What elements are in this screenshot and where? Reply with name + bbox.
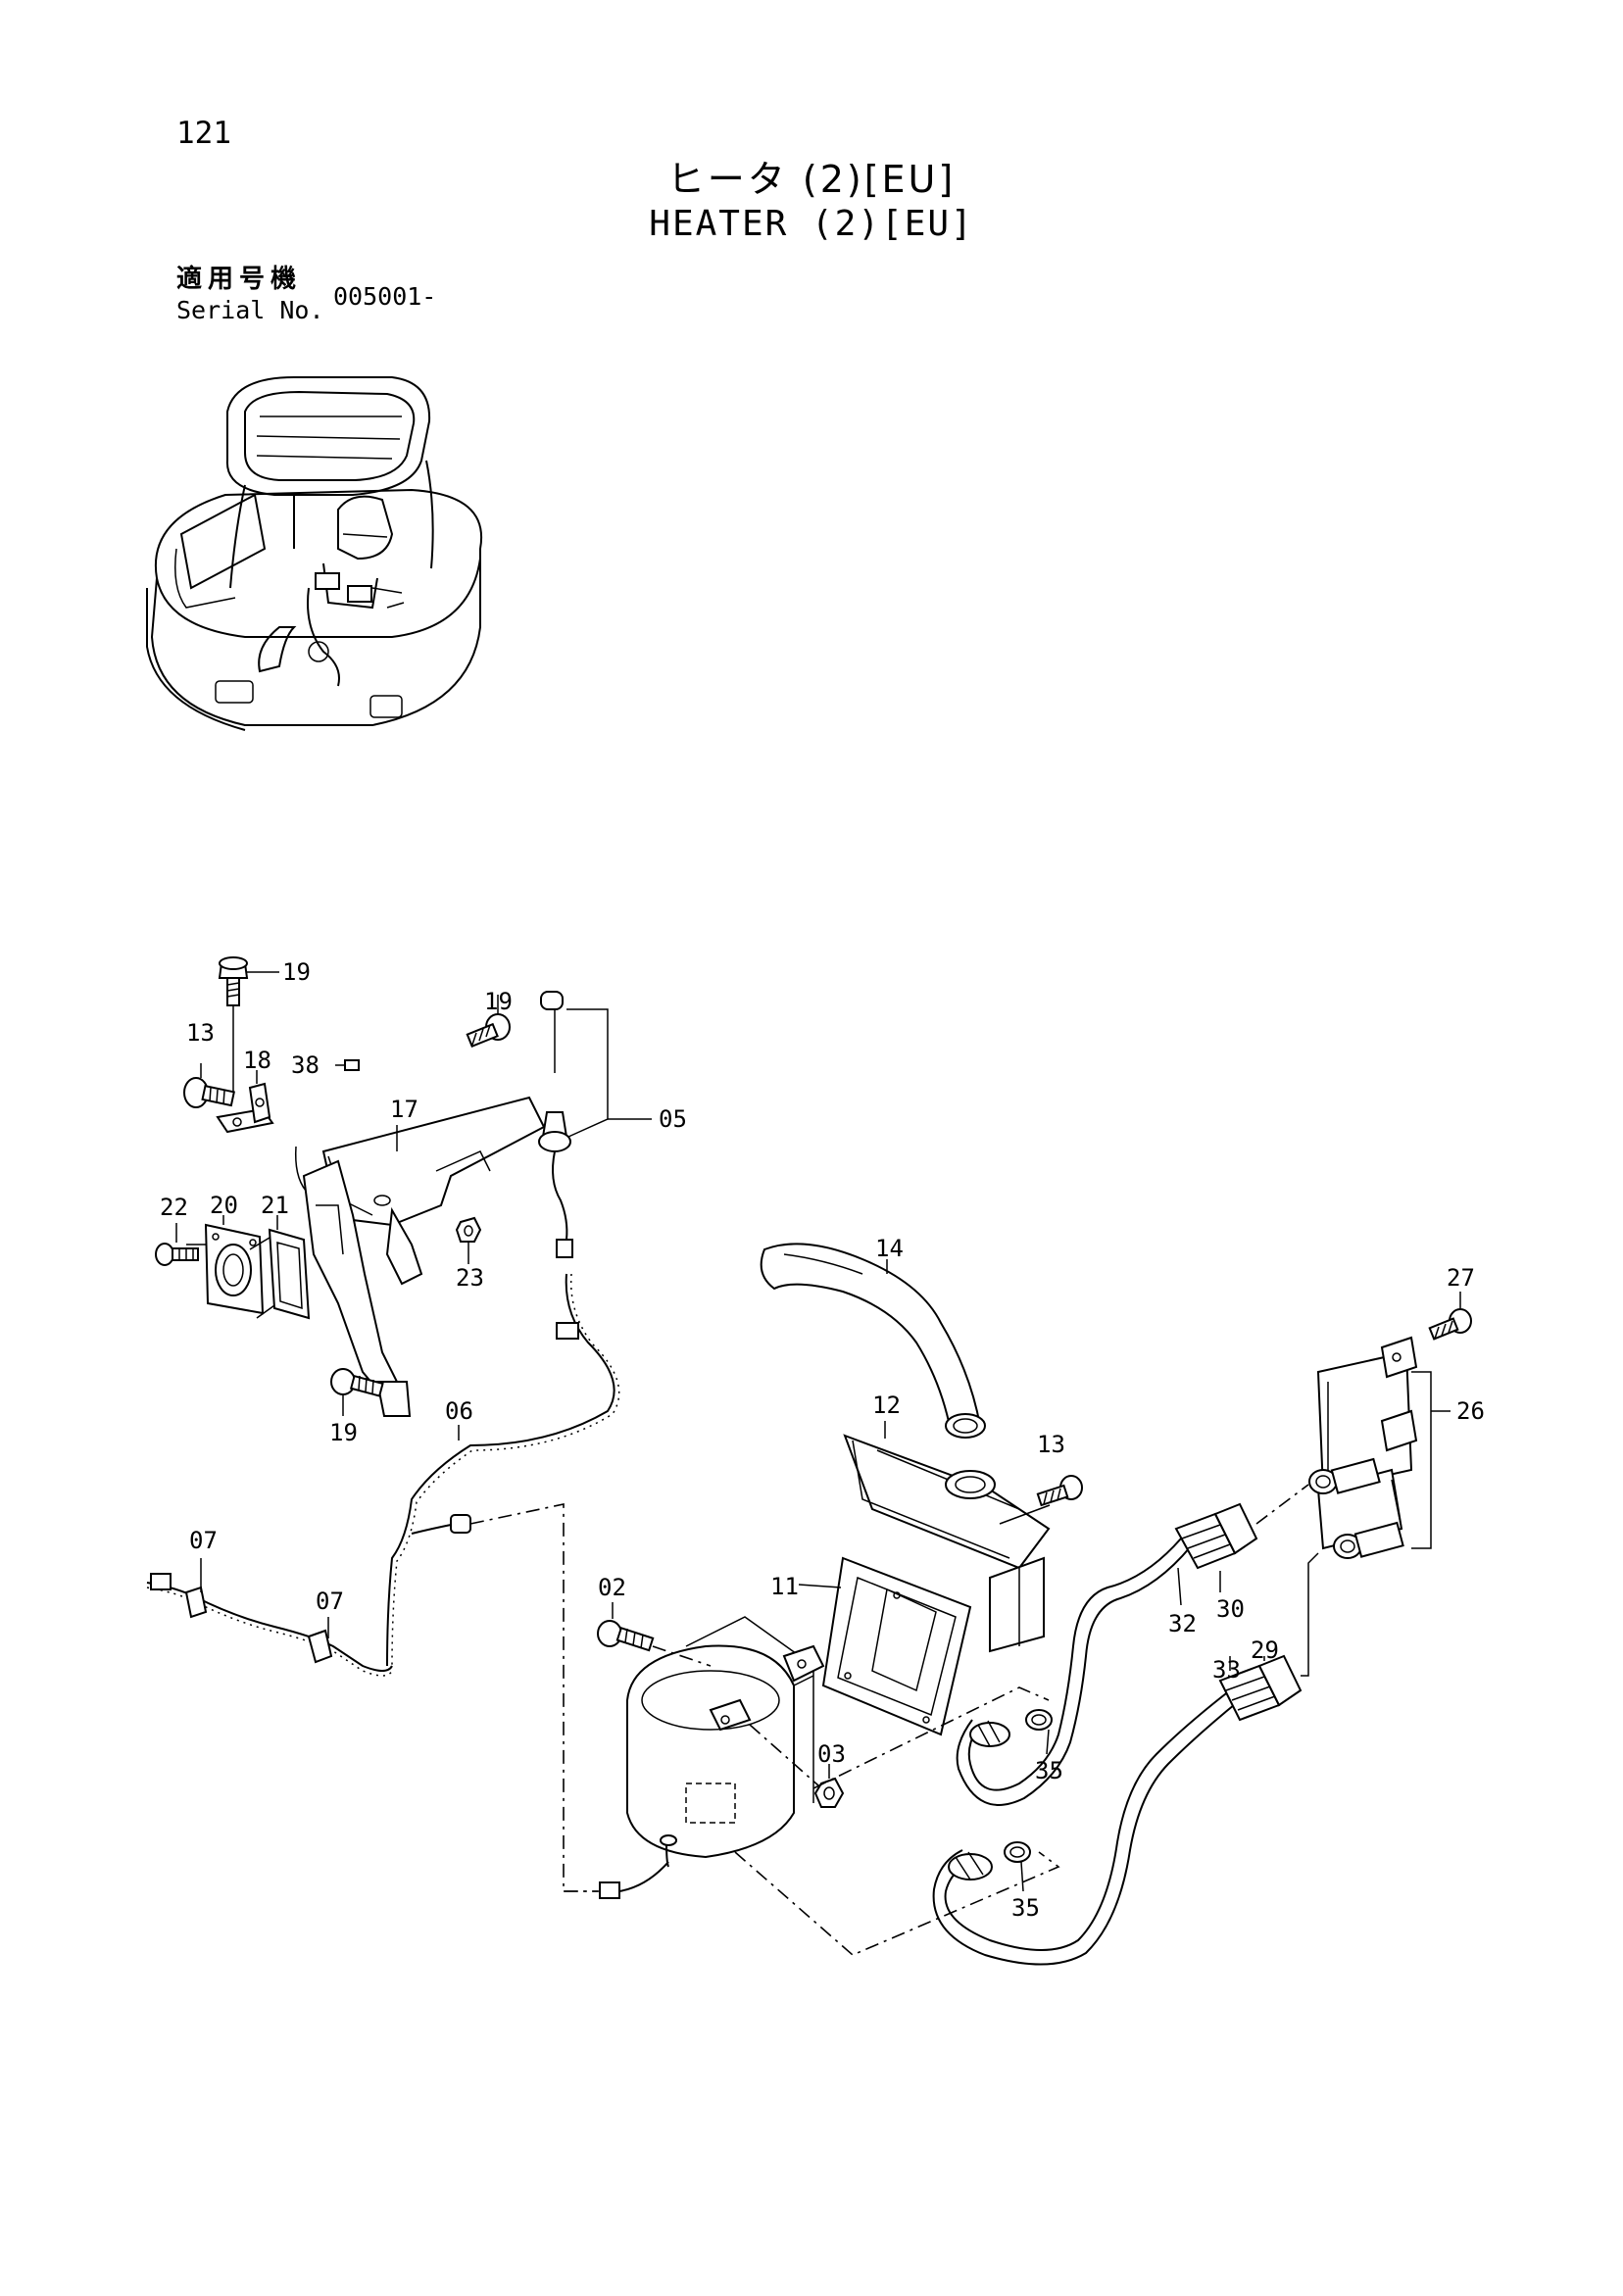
part-13-bolt-left bbox=[183, 1063, 235, 1108]
callout-11: 11 bbox=[770, 1573, 799, 1600]
callout-33: 33 bbox=[1212, 1656, 1241, 1684]
dash-line-hose-30 bbox=[1255, 1484, 1309, 1525]
part-12-duct bbox=[843, 1421, 1051, 1653]
callout-18: 18 bbox=[243, 1047, 271, 1074]
dash-line-bolt-02 bbox=[652, 1645, 712, 1667]
callout-19-middle: 19 bbox=[484, 988, 513, 1015]
part-29-hose-end bbox=[1218, 1654, 1303, 1722]
serial-number-value: 005001- bbox=[333, 282, 437, 311]
part-18-bracket bbox=[216, 1070, 274, 1134]
heater-unit bbox=[626, 1616, 825, 1868]
part-19-bolt-bottom bbox=[330, 1368, 384, 1416]
callout-06: 06 bbox=[445, 1397, 473, 1425]
part-32-hose-upper bbox=[956, 1538, 1192, 1806]
machine-overview-illustration bbox=[146, 376, 483, 731]
part-26-valve-bracket bbox=[1308, 1336, 1451, 1559]
callout-21: 21 bbox=[261, 1192, 289, 1219]
callout-27: 27 bbox=[1447, 1264, 1475, 1292]
callout-07-left: 07 bbox=[189, 1527, 218, 1554]
part-17-duct bbox=[294, 1096, 546, 1417]
part-19-bolt-top bbox=[218, 956, 279, 1006]
dash-line-heater-hose-upper bbox=[812, 1686, 1050, 1789]
page-title-japanese: ヒータ (2)[EU] bbox=[666, 158, 957, 201]
serial-label-english: Serial No. bbox=[176, 296, 324, 324]
part-35-clamp-lower bbox=[1004, 1841, 1031, 1892]
part-21-gasket bbox=[268, 1215, 311, 1320]
part-07-sub-harness bbox=[146, 1558, 393, 1677]
part-06-wire-harness bbox=[386, 1273, 620, 1667]
part-23-nut bbox=[455, 1216, 482, 1264]
callout-38: 38 bbox=[291, 1051, 320, 1079]
callout-07-right: 07 bbox=[316, 1588, 344, 1615]
callout-22: 22 bbox=[160, 1194, 188, 1221]
part-14-hose bbox=[760, 1243, 986, 1439]
heater-connector bbox=[599, 1881, 620, 1899]
part-03-nut bbox=[813, 1764, 845, 1808]
callout-17: 17 bbox=[390, 1096, 418, 1123]
callout-30: 30 bbox=[1216, 1595, 1245, 1623]
part-27-bolt bbox=[1428, 1292, 1472, 1341]
part-33-hose-lower bbox=[932, 1689, 1241, 1966]
dash-line-harness-to-heater bbox=[469, 1503, 598, 1892]
part-38-clip bbox=[335, 1059, 360, 1071]
callout-26: 26 bbox=[1456, 1397, 1485, 1425]
part-22-bolt bbox=[155, 1223, 199, 1266]
part-30-hose-end bbox=[1174, 1502, 1258, 1606]
page-title-english: HEATER (2)[EU] bbox=[649, 204, 974, 244]
part-13-bolt-right bbox=[999, 1475, 1083, 1525]
callout-32: 32 bbox=[1168, 1610, 1197, 1637]
callout-19-bottom: 19 bbox=[329, 1419, 358, 1446]
callout-23: 23 bbox=[456, 1264, 484, 1292]
callout-03: 03 bbox=[817, 1740, 846, 1768]
serial-label-japanese: 適用号機 bbox=[176, 265, 303, 294]
callout-02: 02 bbox=[598, 1574, 626, 1601]
part-02-bolt bbox=[597, 1602, 655, 1652]
part-35-clamp-upper bbox=[1025, 1709, 1053, 1755]
callout-35-lower: 35 bbox=[1011, 1894, 1040, 1922]
callout-29: 29 bbox=[1251, 1637, 1279, 1664]
part-19-bolt-middle bbox=[466, 995, 511, 1049]
leader-29 bbox=[1301, 1552, 1319, 1677]
callout-13-left: 13 bbox=[186, 1019, 215, 1047]
callout-13-right: 13 bbox=[1037, 1431, 1065, 1458]
callout-12: 12 bbox=[872, 1392, 901, 1419]
callout-05: 05 bbox=[659, 1105, 687, 1133]
part-05-sensor-assembly bbox=[538, 991, 652, 1258]
callout-35-upper: 35 bbox=[1035, 1757, 1063, 1784]
callout-14: 14 bbox=[875, 1235, 904, 1262]
part-20-flange bbox=[204, 1215, 278, 1319]
dash-line-heater-pipes bbox=[734, 1851, 1060, 1956]
callout-19-top: 19 bbox=[282, 958, 311, 986]
page-number: 121 bbox=[176, 116, 231, 151]
callout-20: 20 bbox=[210, 1192, 238, 1219]
part-11-frame bbox=[798, 1556, 972, 1736]
